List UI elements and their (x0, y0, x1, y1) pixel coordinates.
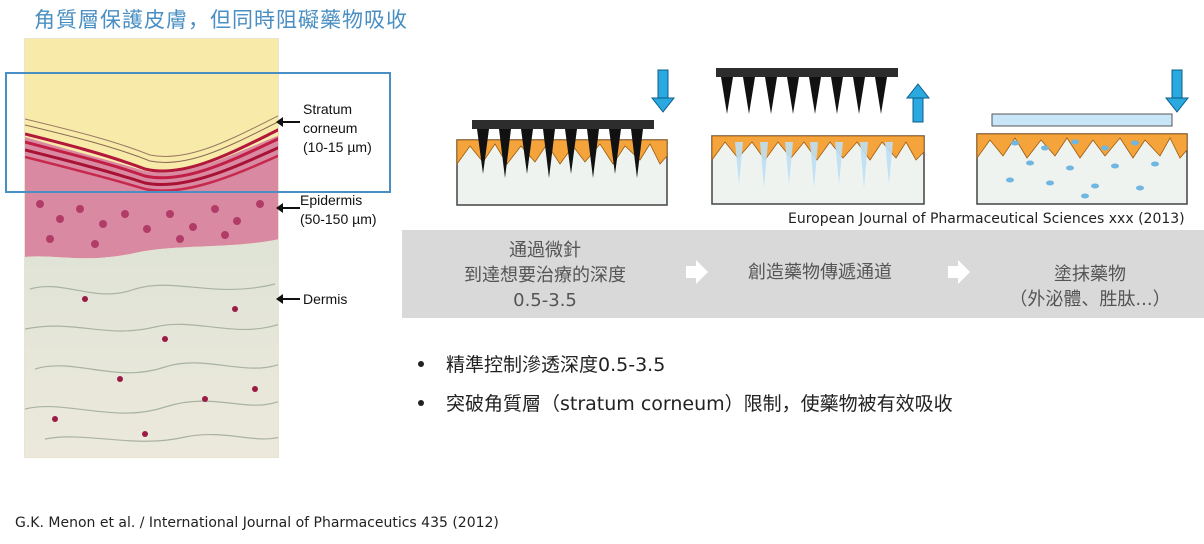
process-step-1-line2: 到達想要治療的深度 (464, 265, 626, 286)
bullet-item: 精準控制滲透深度0.5-3.5 (418, 350, 953, 377)
process-step-1-line3: 0.5-3.5 (513, 290, 577, 311)
drug-application-diagram (975, 68, 1200, 208)
stratum-corneum-label-line1: Stratum (303, 101, 353, 117)
epidermis-pointer (276, 203, 300, 213)
stratum-corneum-label-line3: (10-15 µm) (303, 139, 372, 155)
process-step-2: 創造藥物傳遞通道 (748, 262, 892, 283)
bullet-text: 突破角質層（stratum corneum）限制，使藥物被有效吸收 (446, 393, 953, 415)
microneedle-withdraw-diagram (710, 62, 940, 208)
epidermis-label: Epidermis (50-150 µm) (300, 191, 377, 229)
down-arrow-icon (1164, 69, 1190, 113)
process-band (402, 230, 1204, 318)
bullet-dot-icon (418, 360, 424, 367)
epidermis-label-line2: (50-150 µm) (300, 211, 377, 227)
diagram-source-citation: European Journal of Pharmaceutical Scien… (788, 211, 1185, 227)
bullet-dot-icon (418, 399, 424, 406)
stratum-corneum-label-line2: corneum (303, 120, 358, 136)
process-step-3-line1: 塗抹藥物 (1054, 264, 1126, 285)
stratum-corneum-label: Stratum corneum (10-15 µm) (303, 100, 372, 157)
bullet-item: 突破角質層（stratum corneum）限制，使藥物被有效吸收 (418, 389, 953, 416)
stratum-corneum-pointer (276, 117, 300, 127)
up-arrow-icon (905, 83, 931, 123)
skin-histology-image (24, 38, 279, 458)
down-arrow-icon (650, 69, 676, 113)
dermis-label: Dermis (303, 291, 348, 307)
process-step-3-line2: （外泌體、胜肽...） (1009, 289, 1171, 310)
stratum-corneum-highlight-box (5, 72, 391, 193)
bullet-list: 精準控制滲透深度0.5-3.5 突破角質層（stratum corneum）限制… (418, 350, 953, 428)
bullet-text: 精準控制滲透深度0.5-3.5 (446, 354, 666, 376)
process-step-3: 塗抹藥物 （外泌體、胜肽...） (990, 262, 1190, 312)
microneedle-insert-diagram (455, 68, 685, 208)
process-step-1: 通過微針 到達想要治療的深度 0.5-3.5 (440, 238, 650, 313)
process-step-1-line1: 通過微針 (509, 240, 581, 261)
histology-source-citation: G.K. Menon et al. / International Journa… (15, 515, 499, 531)
epidermis-label-line1: Epidermis (300, 192, 363, 208)
dermis-pointer (276, 294, 300, 304)
slide-title: 角質層保護皮膚，但同時阻礙藥物吸收 (34, 8, 408, 32)
